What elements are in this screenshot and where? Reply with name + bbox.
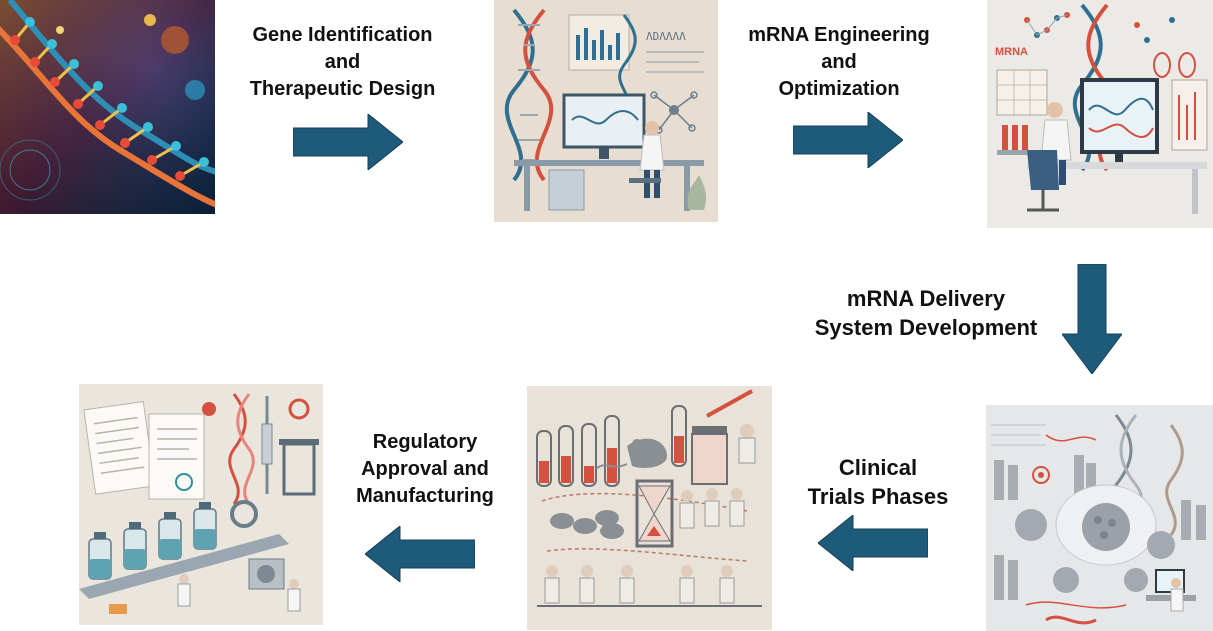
mrna-computer-panel: MRNA — [987, 0, 1213, 228]
arrow-left-icon — [818, 515, 928, 571]
gene-identification-line1: Gene Identification — [252, 24, 433, 46]
clinical-trials-label: Clinical Trials Phases — [800, 453, 956, 511]
mouse-trial-icon — [527, 386, 772, 630]
vial-factory-panel — [79, 384, 323, 625]
arrow-down — [1062, 264, 1122, 374]
mrna-computer-icon: MRNA — [987, 0, 1213, 228]
dna-helix-panel — [0, 0, 215, 214]
virus-lab-panel — [986, 405, 1213, 631]
dna-helix-icon — [0, 0, 215, 214]
regulatory-approval-label: Regulatory Approval and Manufacturing — [340, 429, 510, 510]
clinical-trials-line1: Clinical — [838, 455, 918, 480]
mrna-engineering-line2: and — [821, 51, 857, 73]
mrna-delivery-line2: System Development — [814, 315, 1038, 340]
mrna-engineering-label: mRNA Engineering and Optimization — [735, 22, 943, 103]
mouse-trial-panel — [527, 386, 772, 630]
arrow-left-2 — [365, 526, 475, 582]
mrna-tag-text: MRNA — [995, 46, 1028, 58]
regulatory-approval-line1: Regulatory — [372, 431, 478, 453]
gene-identification-label: Gene Identification and Therapeutic Desi… — [235, 22, 450, 103]
mrna-engineering-line3: Optimization — [778, 78, 900, 100]
regulatory-approval-line2: Approval and — [361, 458, 489, 480]
mrna-engineering-line1: mRNA Engineering — [748, 24, 930, 46]
regulatory-approval-line3: Manufacturing — [356, 485, 494, 507]
gene-identification-line2: and — [324, 51, 361, 73]
arrow-right-2 — [793, 112, 903, 168]
clinical-trials-line2: Trials Phases — [807, 484, 949, 509]
arrow-left-icon — [365, 526, 475, 582]
lab-scientist-icon: ΛDΛΛΛΛ — [494, 0, 718, 222]
vial-factory-icon — [79, 384, 323, 625]
lab-scientist-panel: ΛDΛΛΛΛ — [494, 0, 718, 222]
gene-identification-line3: Therapeutic Design — [249, 78, 436, 100]
arrow-right-1 — [293, 114, 403, 170]
arrow-down-icon — [1062, 264, 1122, 374]
lab-sign-text: ΛDΛΛΛΛ — [646, 30, 686, 43]
arrow-left-1 — [818, 515, 928, 571]
mrna-delivery-line1: mRNA Delivery — [846, 286, 1006, 311]
virus-lab-icon — [986, 405, 1213, 631]
mrna-delivery-label: mRNA Delivery System Development — [795, 284, 1057, 342]
arrow-right-icon — [293, 114, 403, 170]
arrow-right-icon — [793, 112, 903, 168]
